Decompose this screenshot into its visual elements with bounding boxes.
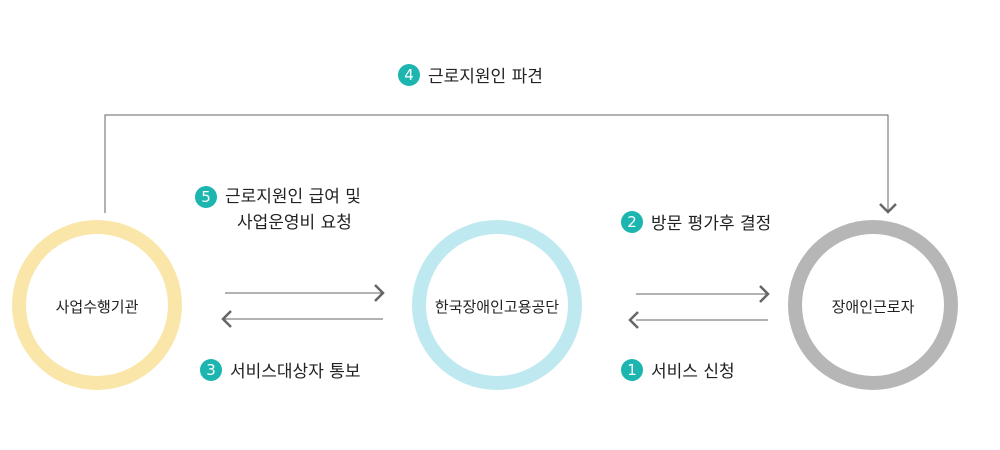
step-1-badge: 1 [621,358,643,381]
agency-circle [412,220,582,390]
step-5: 5 근로지원인 급여 및 사업운영비 요청 [195,184,361,236]
step-4: 4 근로지원인 파견 [398,62,543,87]
step-3: 3 서비스대상자 통보 [200,357,361,382]
org-circle [12,220,182,390]
step-2-text: 방문 평가후 결정 [651,214,772,234]
step-5-text-line2: 사업운영비 요청 [237,213,352,233]
step-4-text: 근로지원인 파견 [428,67,543,87]
worker-circle [788,220,958,390]
node-worker: 장애인근로자 [831,298,915,316]
step-5-text-line1: 근로지원인 급여 및 [225,187,361,207]
node-org: 사업수행기관 [55,298,139,316]
step-2-badge: 2 [621,210,643,233]
node-agency: 한국장애인고용공단 [434,298,560,316]
step-4-badge: 4 [398,63,420,86]
step-1: 1 서비스 신청 [621,357,735,382]
arrow-right-right [628,285,770,329]
step-2: 2 방문 평가후 결정 [621,209,771,234]
arrowhead-down-icon [879,203,897,214]
arrow-right-left [221,284,385,328]
dispatch-connector [104,114,889,213]
step-3-text: 서비스대상자 통보 [230,362,361,382]
step-3-badge: 3 [200,358,222,381]
step-1-text: 서비스 신청 [651,362,735,382]
step-5-badge: 5 [195,186,217,208]
